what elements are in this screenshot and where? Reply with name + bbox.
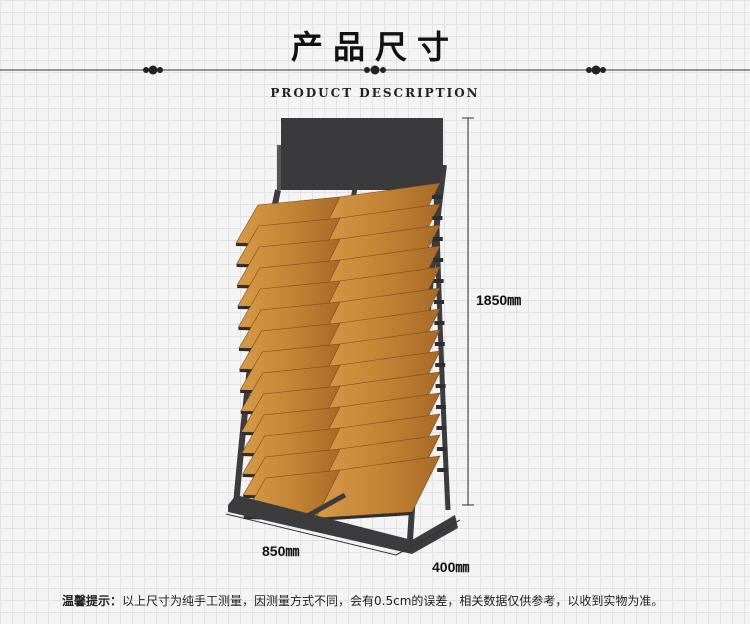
shelf-edge-right [316, 512, 412, 521]
measurement-note: 温馨提示：以上尺寸为纯手工测量，因测量方式不同，会有0.5cm的误差，相关数据仅… [62, 592, 663, 609]
page-subtitle: PRODUCT DESCRIPTION [270, 86, 480, 100]
shelf-bracket [433, 258, 444, 262]
width-dimension: 850㎜ [262, 543, 300, 559]
note-label: 温馨提示： [62, 594, 123, 608]
shelf-bracket [432, 195, 442, 199]
shelf-bracket [436, 426, 447, 430]
shelf-bracket [434, 321, 445, 325]
depth-dimension: 400㎜ [432, 559, 470, 575]
shelf-bracket [437, 468, 448, 472]
rack-shelves [235, 182, 448, 521]
shelf-bracket [434, 300, 444, 304]
rack-header-panel [281, 118, 443, 190]
shelf-bracket [436, 405, 446, 409]
shelf-bracket [432, 216, 443, 220]
display-rack-illustration [225, 117, 474, 556]
rack-base [228, 495, 458, 554]
shelf-bracket [436, 447, 447, 451]
note-text: 以上尺寸为纯手工测量，因测量方式不同，会有0.5cm的误差，相关数据仅供参考，以… [122, 594, 664, 608]
shelf-bracket [432, 237, 443, 241]
shelf-bracket [435, 384, 446, 388]
ornament-divider [0, 65, 750, 75]
height-dimension: 1850㎜ [476, 292, 522, 308]
shelf-bracket [434, 342, 445, 346]
shelf-bracket [435, 363, 446, 367]
shelf-bracket [433, 279, 444, 283]
page-title: 产品尺寸 [290, 28, 459, 66]
